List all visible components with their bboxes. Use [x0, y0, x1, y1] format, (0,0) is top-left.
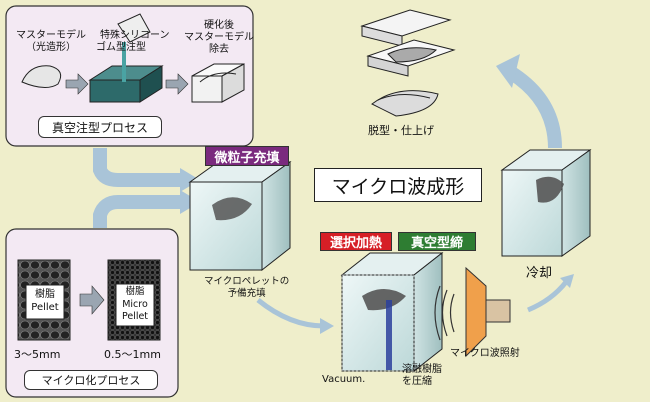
micro-pellet-size: 0.5～1mm [104, 348, 161, 361]
mold-casting-label: 特殊シリコーン ゴム型注型 [96, 30, 170, 53]
demold-label: 脱型・仕上げ [368, 124, 434, 137]
clamp-tag: 真空型締 [398, 232, 476, 251]
remove-master-label: 硬化後 マスターモデル 除去 [184, 20, 254, 55]
pellet-size: 3～5mm [14, 348, 61, 361]
compress-label: 溶融樹脂 を圧縮 [402, 364, 442, 387]
microwave-label: マイクロ波照射 [450, 348, 520, 359]
prefill-label: マイクロペレットの 予備充填 [204, 276, 290, 299]
master-model-label: マスターモデル （光造形） [16, 30, 86, 53]
cooling-label: 冷却 [526, 266, 553, 281]
fill-tag: 微粒子充填 [205, 146, 289, 166]
diagram-title: マイクロ波成形 [314, 168, 482, 202]
vacuum-label: Vacuum. [322, 374, 366, 385]
micro-pellet-label: 樹脂 Micro Pellet [121, 286, 149, 322]
vacuum-casting-process-label: 真空注型プロセス [38, 116, 162, 138]
heat-tag: 選択加熱 [320, 232, 392, 251]
pellet-label: 樹脂 Pellet [31, 289, 59, 313]
micronization-process-label: マイクロ化プロセス [24, 370, 158, 390]
